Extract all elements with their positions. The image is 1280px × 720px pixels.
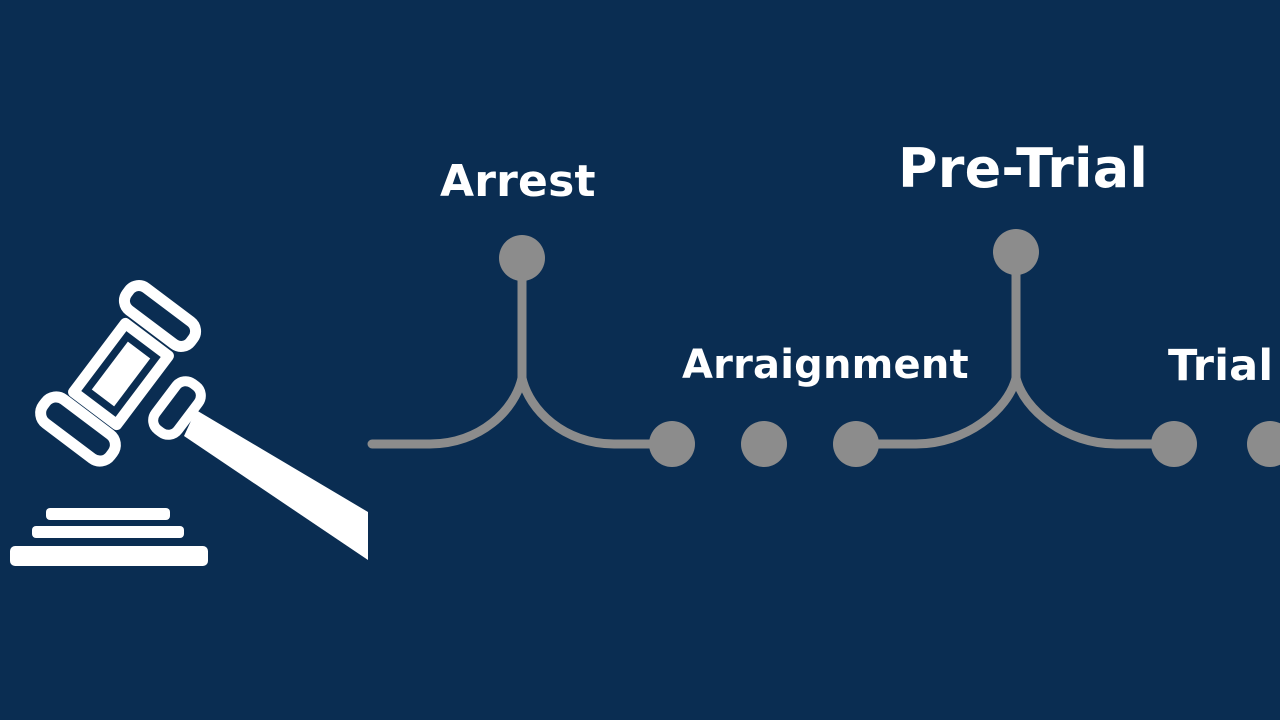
arrest-node <box>499 235 545 281</box>
timeline-node-3 <box>833 421 879 467</box>
timeline-node-2 <box>741 421 787 467</box>
stage-label-arraignment: Arraignment <box>682 342 969 388</box>
arrest-connector <box>367 257 677 449</box>
stage-label-pretrial: Pre-Trial <box>898 137 1149 200</box>
stage-label-trial: Trial <box>1168 341 1274 391</box>
timeline-node-5 <box>1247 421 1280 467</box>
pretrial-node <box>993 229 1039 275</box>
timeline-node-1 <box>649 421 695 467</box>
timeline-node-4 <box>1151 421 1197 467</box>
stage-label-arrest: Arrest <box>440 156 596 207</box>
pretrial-connector <box>851 247 1179 449</box>
gavel-icon <box>10 280 368 566</box>
